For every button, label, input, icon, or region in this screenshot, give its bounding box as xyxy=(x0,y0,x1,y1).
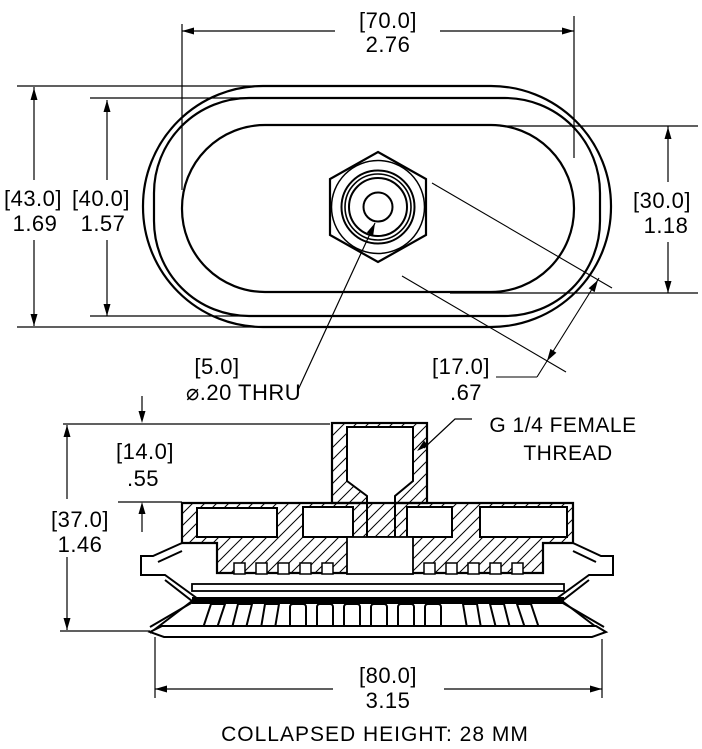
dim-corner-radius xyxy=(401,182,613,378)
lip-seal-band xyxy=(192,597,564,604)
dim-outer-height-in: 1.69 xyxy=(13,211,58,236)
body-pocket xyxy=(479,506,568,538)
dim-inner-height xyxy=(450,125,698,294)
body-pocket xyxy=(302,506,354,538)
dim-inner-height-in: 1.18 xyxy=(644,213,689,238)
dim-top-width-mm: [70.0] xyxy=(359,8,417,33)
dim-hole-leader xyxy=(297,222,376,391)
dim-corner-mm: [17.0] xyxy=(432,354,490,379)
dim-hole-in: ⌀.20 THRU xyxy=(186,380,301,405)
dim-base-width-mm: [80.0] xyxy=(359,663,417,688)
lip-top-band xyxy=(191,583,565,592)
caption-collapsed-height: COLLAPSED HEIGHT: 28 MM xyxy=(221,723,529,746)
dim-mid-height-mm: [40.0] xyxy=(72,186,130,211)
dim-base-width-in: 3.15 xyxy=(366,688,411,713)
dim-inner-height-mm: [30.0] xyxy=(633,188,691,213)
dim-body-height-in: 1.46 xyxy=(58,532,103,557)
port-outer-circle xyxy=(340,169,416,245)
thread-note-line1: G 1/4 FEMALE xyxy=(489,414,636,437)
dim-corner-in: .67 xyxy=(450,380,482,405)
body-teeth xyxy=(233,562,524,575)
dim-top-width-in: 2.76 xyxy=(366,32,411,57)
bellows-skirt-left xyxy=(140,542,200,634)
thread-note-leader xyxy=(417,418,472,451)
dim-boss-height-in: .55 xyxy=(127,466,159,491)
dim-body-height xyxy=(60,425,150,632)
hex-nut xyxy=(328,150,428,264)
body-pocket xyxy=(196,507,278,538)
dim-outer-height-mm: [43.0] xyxy=(4,186,62,211)
dim-hole-mm: [5.0] xyxy=(194,354,239,379)
dim-mid-height-in: 1.57 xyxy=(81,211,126,236)
top-view xyxy=(141,84,613,329)
dim-top-width xyxy=(181,16,575,190)
body-pocket xyxy=(406,506,453,538)
dim-outer-height xyxy=(17,85,275,328)
vacuum-channel xyxy=(346,536,414,575)
dim-boss-height xyxy=(63,396,330,532)
mid-obround xyxy=(152,96,602,318)
dim-mid-height xyxy=(90,97,285,317)
thru-hole xyxy=(362,191,394,223)
dim-boss-height-mm: [14.0] xyxy=(116,439,174,464)
port-mid-circle xyxy=(344,173,412,241)
dim-base-width xyxy=(154,637,603,698)
inner-obround xyxy=(180,123,576,294)
section-view xyxy=(140,421,614,638)
nut-chamfer-circle xyxy=(330,159,426,255)
thread-note-line2: THREAD xyxy=(523,442,612,465)
port-inner-circle xyxy=(348,177,408,237)
outer-obround xyxy=(141,84,613,329)
lip-bottom-edge xyxy=(147,625,609,638)
lip-cleats xyxy=(201,603,541,629)
dim-body-height-mm: [37.0] xyxy=(51,507,109,532)
